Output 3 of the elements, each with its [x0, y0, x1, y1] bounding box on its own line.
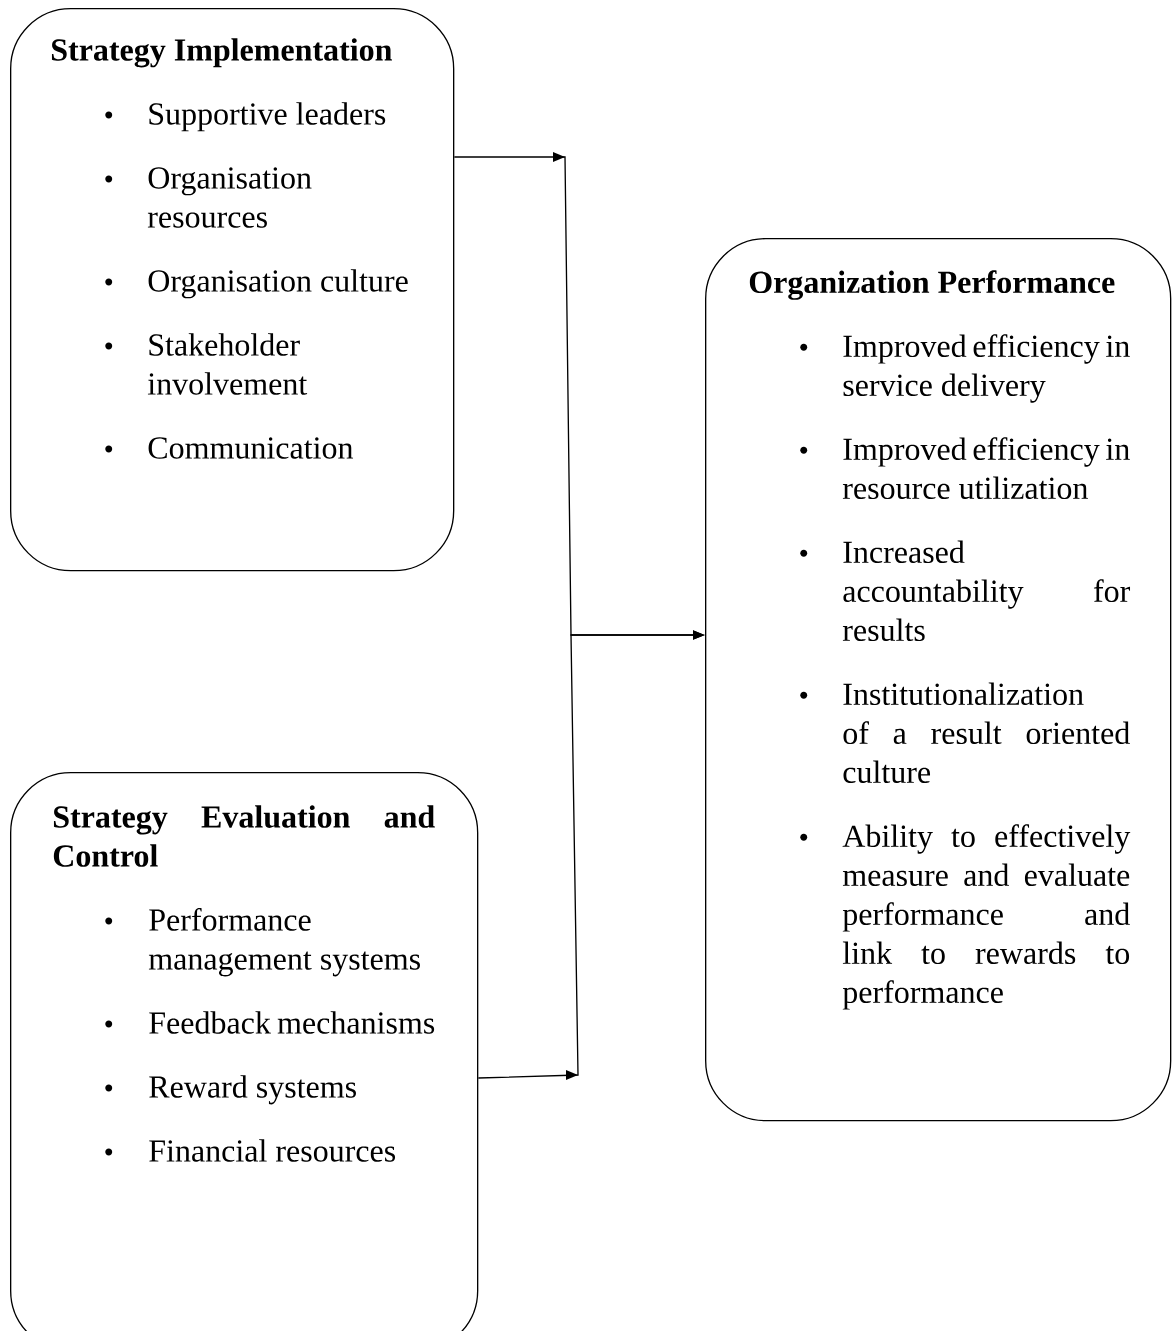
list-box: Strategy Evaluation and Control Performance management systems Feedback mechanisms Reward systems Financial resources: [10, 772, 479, 1331]
list-box: Strategy Implementation Supportive leaders Organisation resources Organisation culture Stakeholder involvement Communication: [10, 8, 455, 572]
list-box: Organization Performance Improved efficiency in service delivery Improved efficiency in resource utilization Increased accountability for results Institutionalization of a result oriented culture Ability to effectively measure and evaluate performance and link to rewards to performance: [705, 238, 1172, 1122]
